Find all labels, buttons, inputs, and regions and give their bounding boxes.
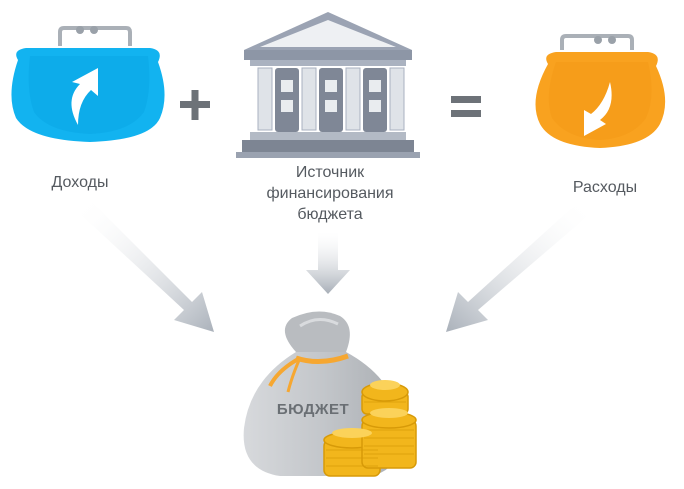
bank-icon: [236, 12, 420, 158]
source-label-line1: Источник: [295, 164, 365, 181]
arrow-source-to-budget: [306, 232, 350, 294]
arrow-income-to-budget: [78, 202, 214, 332]
budget-label: БЮДЖЕТ: [276, 401, 350, 418]
arrow-expense-to-budget: [446, 204, 590, 332]
coins-icon: [323, 380, 417, 477]
income-label: Доходы: [51, 174, 109, 191]
equals-icon: [451, 96, 481, 117]
wallet-expense-icon: [535, 34, 666, 148]
source-label-line2: финансирования: [266, 185, 394, 202]
plus-icon: [180, 90, 210, 120]
expense-label: Расходы: [572, 179, 638, 196]
source-label-line3: бюджета: [297, 206, 363, 223]
wallet-income-icon: [11, 26, 165, 142]
source-label: Источник финансирования бюджета: [230, 162, 430, 225]
